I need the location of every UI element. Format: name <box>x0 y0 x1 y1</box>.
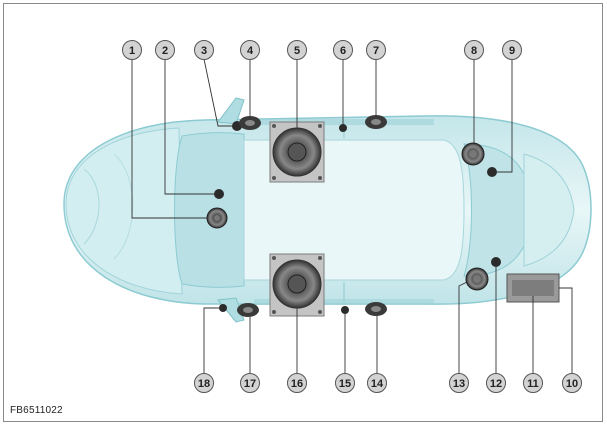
svg-text:11: 11 <box>527 378 539 390</box>
svg-text:5: 5 <box>294 45 300 57</box>
car-speaker-diagram: 1 2 3 4 5 6 7 8 9 10 11 12 13 14 15 16 1… <box>63 40 592 393</box>
leader-lines <box>131 58 573 374</box>
speaker-12-rear-tweeter-right <box>491 257 501 267</box>
callout-16: 16 <box>287 373 307 393</box>
speaker-4-mid-left-front <box>239 116 261 130</box>
svg-text:7: 7 <box>373 45 379 57</box>
speaker-13-rear-shelf-right <box>465 267 489 291</box>
figure-code: FB6511022 <box>10 405 63 416</box>
svg-text:15: 15 <box>339 378 351 390</box>
svg-text:13: 13 <box>453 378 465 390</box>
svg-text:4: 4 <box>247 45 254 57</box>
car-rear-window <box>463 143 525 277</box>
callout-4: 4 <box>240 40 260 60</box>
car-body <box>63 97 592 323</box>
speakers <box>206 115 560 317</box>
mirror-left <box>217 97 245 125</box>
speaker-2-tweeter-center <box>214 189 224 199</box>
car-windshield <box>174 132 245 288</box>
svg-text:12: 12 <box>490 378 502 390</box>
speaker-16-subwoofer-right <box>269 253 325 317</box>
callout-9: 9 <box>502 40 522 60</box>
callout-18: 18 <box>194 373 214 393</box>
callout-7: 7 <box>366 40 386 60</box>
callout-markers: 1 2 3 4 5 6 7 8 9 10 11 12 13 14 15 16 1… <box>122 40 582 393</box>
callout-14: 14 <box>367 373 387 393</box>
callout-12: 12 <box>486 373 506 393</box>
callout-2: 2 <box>155 40 175 60</box>
svg-text:1: 1 <box>129 45 135 57</box>
svg-text:16: 16 <box>291 378 303 390</box>
callout-1: 1 <box>122 40 142 60</box>
car-hood <box>65 127 183 295</box>
speaker-8-rear-shelf-left <box>461 142 485 166</box>
svg-text:8: 8 <box>471 45 477 57</box>
figure-frame: 1 2 3 4 5 6 7 8 9 10 11 12 13 14 15 16 1… <box>3 3 603 422</box>
svg-text:14: 14 <box>371 378 384 390</box>
speaker-18-tweeter-right <box>219 304 227 312</box>
callout-10: 10 <box>562 373 582 393</box>
callout-11: 11 <box>523 373 543 393</box>
callout-5: 5 <box>287 40 307 60</box>
speaker-7-mid-left-rear <box>365 115 387 129</box>
speaker-9-rear-tweeter-left <box>487 167 497 177</box>
svg-text:10: 10 <box>566 378 578 390</box>
svg-text:6: 6 <box>340 45 346 57</box>
callout-3: 3 <box>194 40 214 60</box>
callout-8: 8 <box>464 40 484 60</box>
svg-text:2: 2 <box>162 45 168 57</box>
speaker-15-tweeter-right-rear <box>341 306 349 314</box>
svg-text:3: 3 <box>201 45 207 57</box>
mirror-right <box>217 297 245 323</box>
svg-text:17: 17 <box>244 378 256 390</box>
speaker-1-front-center <box>206 207 228 229</box>
speaker-17-mid-right-front <box>237 303 259 317</box>
svg-text:18: 18 <box>198 378 210 390</box>
speaker-6-tweeter-left-rear <box>339 124 347 132</box>
callout-15: 15 <box>335 373 355 393</box>
callout-17: 17 <box>240 373 260 393</box>
speaker-14-mid-right-rear <box>365 302 387 316</box>
svg-text:9: 9 <box>509 45 515 57</box>
car-trunk <box>523 153 575 267</box>
callout-13: 13 <box>449 373 469 393</box>
speaker-5-subwoofer-left <box>269 121 325 183</box>
callout-6: 6 <box>333 40 353 60</box>
